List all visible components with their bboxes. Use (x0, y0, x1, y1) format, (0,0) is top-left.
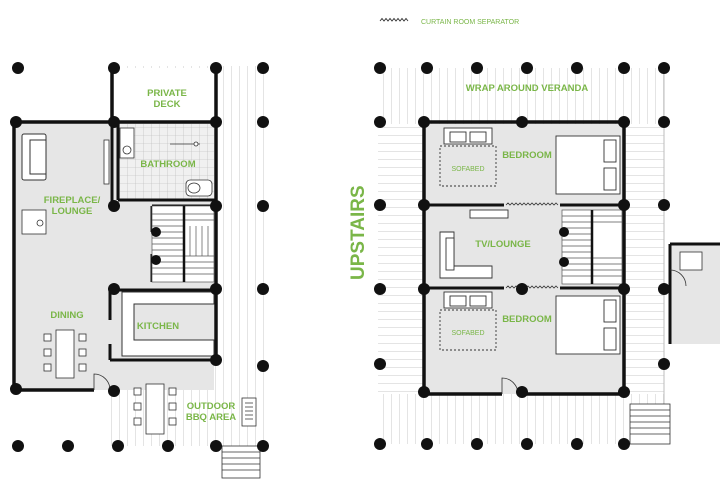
upstairs-interior-walls (424, 203, 624, 290)
legend-text: CURTAIN ROOM SEPARATOR (421, 19, 519, 26)
dining-table-icon (43, 329, 87, 379)
ground-stairs (151, 205, 215, 283)
veranda-label: WRAP AROUND VERANDA (466, 83, 589, 94)
bbq-grill-icon (241, 397, 257, 427)
bedroom-bottom-label: BEDROOM (502, 314, 552, 325)
veranda-left (378, 124, 424, 394)
lounge-label: LOUNGE (52, 206, 93, 217)
dining-label: DINING (50, 310, 83, 321)
sofa-icon (21, 133, 47, 181)
curtain-separators (505, 202, 559, 289)
upstairs-exterior-walls (422, 120, 626, 396)
veranda-right (624, 124, 664, 394)
outdoor-table-icon (133, 383, 177, 435)
kitchen-counter (121, 291, 215, 357)
veranda-steps (629, 403, 671, 445)
tv-unit-icon (103, 139, 110, 185)
bbq-area-label: BBQ AREA (186, 412, 236, 423)
upstairs-stairs (561, 209, 623, 285)
upstairs-labels: UPSTAIRS WRAP AROUND VERANDA BEDROOM SOF… (348, 83, 588, 337)
basin-icon (122, 145, 132, 155)
outdoor-label: OUTDOOR (187, 401, 236, 412)
tv-lounge-furniture (439, 209, 509, 279)
sofabed-bottom-label: SOFABED (451, 330, 484, 337)
bedroom-bottom-furniture (439, 291, 621, 355)
front-steps (221, 445, 261, 479)
tv-icon (469, 209, 509, 219)
sofabed-outline (439, 309, 497, 351)
private-deck-label: PRIVATE (147, 88, 187, 99)
zigzag-line-icon (379, 17, 409, 22)
bedroom-top-furniture (439, 127, 621, 195)
annex (668, 242, 720, 344)
ground-floor-labels: PRIVATE DECK BATHROOM FIREPLACE/ LOUNGE … (44, 88, 237, 423)
veranda-bottom (378, 394, 664, 444)
tv-lounge-label: TV/LOUNGE (475, 239, 530, 250)
legend: CURTAIN ROOM SEPARATOR (379, 17, 519, 26)
fireplace-label: FIREPLACE/ (44, 195, 101, 206)
bathroom-fixtures (119, 127, 213, 197)
bathroom-label: BATHROOM (140, 159, 195, 170)
upstairs-posts (374, 62, 670, 450)
sofabed-top-label: SOFABED (451, 166, 484, 173)
ground-floor-plan: PRIVATE DECK BATHROOM FIREPLACE/ LOUNGE … (10, 62, 270, 479)
upstairs-plan: UPSTAIRS WRAP AROUND VERANDA BEDROOM SOF… (348, 62, 720, 450)
kitchen-label: KITCHEN (137, 321, 179, 332)
sofabed-outline (439, 145, 497, 187)
private-deck-label-2: DECK (154, 99, 181, 110)
fireplace-icon (21, 209, 47, 235)
upstairs-title: UPSTAIRS (348, 185, 369, 280)
veranda-top (378, 68, 664, 124)
bedroom-top-label: BEDROOM (502, 150, 552, 161)
ground-floor-posts (10, 62, 269, 452)
private-deck (116, 68, 216, 122)
